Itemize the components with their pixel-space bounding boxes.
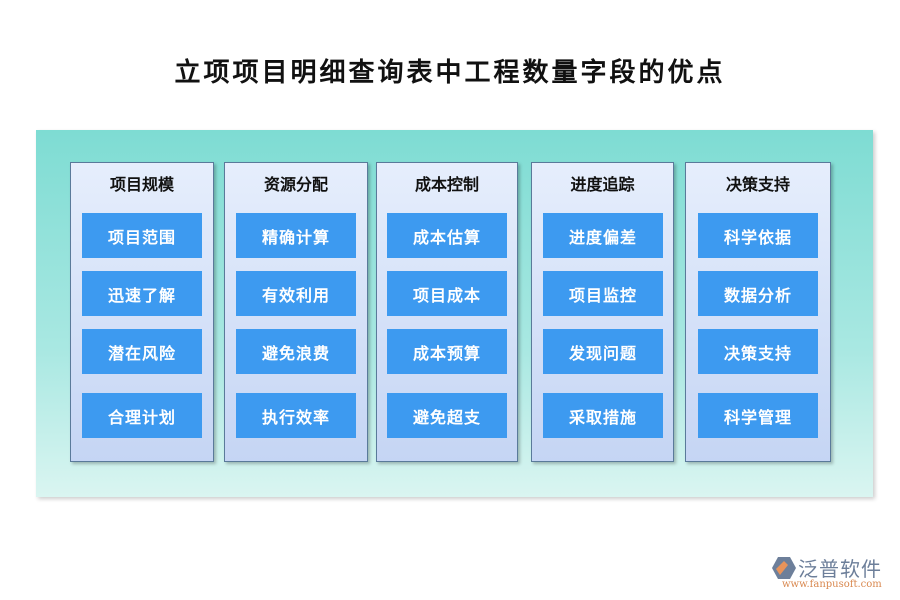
- column-header: 资源分配: [263, 175, 328, 194]
- column-1: 项目规模项目范围迅速了解潜在风险合理计划: [70, 162, 214, 462]
- column-2: 资源分配精确计算有效利用避免浪费执行效率: [224, 162, 368, 462]
- item-box: 科学管理: [698, 393, 818, 438]
- item-box: 数据分析: [698, 271, 818, 316]
- item-box: 成本估算: [387, 213, 507, 258]
- item-box: 避免超支: [387, 393, 507, 438]
- column-3: 成本控制成本估算项目成本成本预算避免超支: [376, 162, 518, 462]
- item-box: 执行效率: [236, 393, 356, 438]
- item-box: 有效利用: [236, 271, 356, 316]
- column-4: 进度追踪进度偏差项目监控发现问题采取措施: [531, 162, 674, 462]
- logo-name: 泛普软件: [798, 557, 882, 581]
- item-box: 发现问题: [543, 329, 663, 374]
- logo-url: www.fanpusoft.com: [782, 579, 882, 590]
- item-box: 项目范围: [82, 213, 202, 258]
- column-header: 进度追踪: [570, 175, 635, 194]
- item-box: 成本预算: [387, 329, 507, 374]
- item-box: 科学依据: [698, 213, 818, 258]
- item-box: 进度偏差: [543, 213, 663, 258]
- item-box: 合理计划: [82, 393, 202, 438]
- column-header: 成本控制: [414, 175, 479, 194]
- item-box: 迅速了解: [82, 271, 202, 316]
- item-box: 项目监控: [543, 271, 663, 316]
- column-5: 决策支持科学依据数据分析决策支持科学管理: [685, 162, 831, 462]
- item-box: 避免浪费: [236, 329, 356, 374]
- item-box: 精确计算: [236, 213, 356, 258]
- item-box: 决策支持: [698, 329, 818, 374]
- item-box: 采取措施: [543, 393, 663, 438]
- page-title: 立项项目明细查询表中工程数量字段的优点: [174, 58, 726, 88]
- column-header: 决策支持: [725, 175, 790, 194]
- item-box: 项目成本: [387, 271, 507, 316]
- item-box: 潜在风险: [82, 329, 202, 374]
- column-header: 项目规模: [109, 175, 174, 194]
- logo-icon: [772, 557, 796, 579]
